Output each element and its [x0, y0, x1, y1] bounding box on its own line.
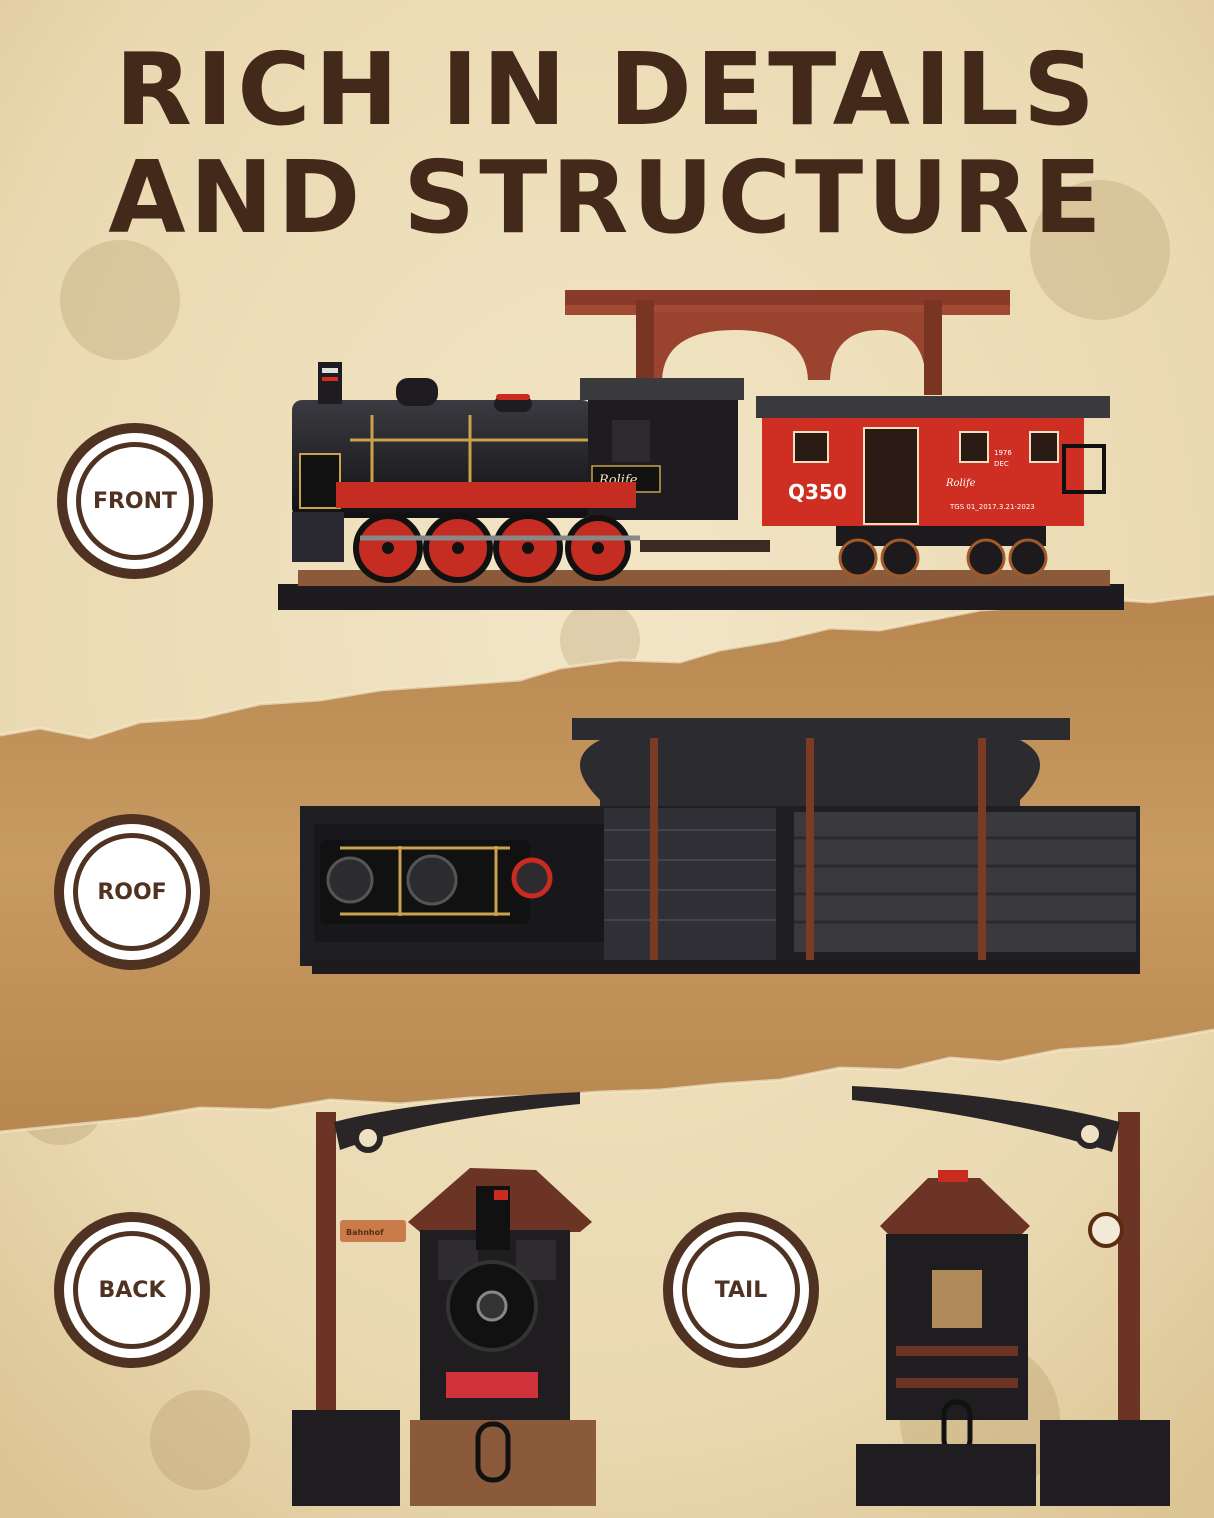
car-number-label: Q350 — [788, 480, 847, 504]
back-view-model: Bahnhof — [292, 1092, 596, 1506]
back-view-label: BACK — [98, 1277, 166, 1303]
car-month-label: DEC — [994, 460, 1009, 468]
headline-line-1: RICH IN DETAILS — [115, 31, 1099, 148]
car-brand-label: Rolife — [945, 478, 976, 489]
front-view-model: Rolife Q350 1976 DEC Rolife TGS 01_2 — [278, 290, 1124, 610]
back-station-sign-label: Bahnhof — [346, 1228, 384, 1237]
tail-view-model — [852, 1086, 1170, 1506]
front-view-badge: FRONT — [57, 423, 213, 579]
front-view-label: FRONT — [92, 488, 178, 514]
tail-view-badge: TAIL — [663, 1212, 819, 1368]
roof-view-label: ROOF — [97, 879, 167, 905]
tail-view-label: TAIL — [714, 1277, 768, 1303]
car-code-label: TGS 01_2017.3.21-2023 — [949, 503, 1035, 511]
headline-line-2: AND STRUCTURE — [108, 139, 1106, 256]
roof-view-model — [300, 718, 1140, 974]
back-view-badge: BACK — [54, 1212, 210, 1368]
roof-view-badge: ROOF — [54, 814, 210, 970]
car-year-label: 1976 — [994, 449, 1012, 457]
